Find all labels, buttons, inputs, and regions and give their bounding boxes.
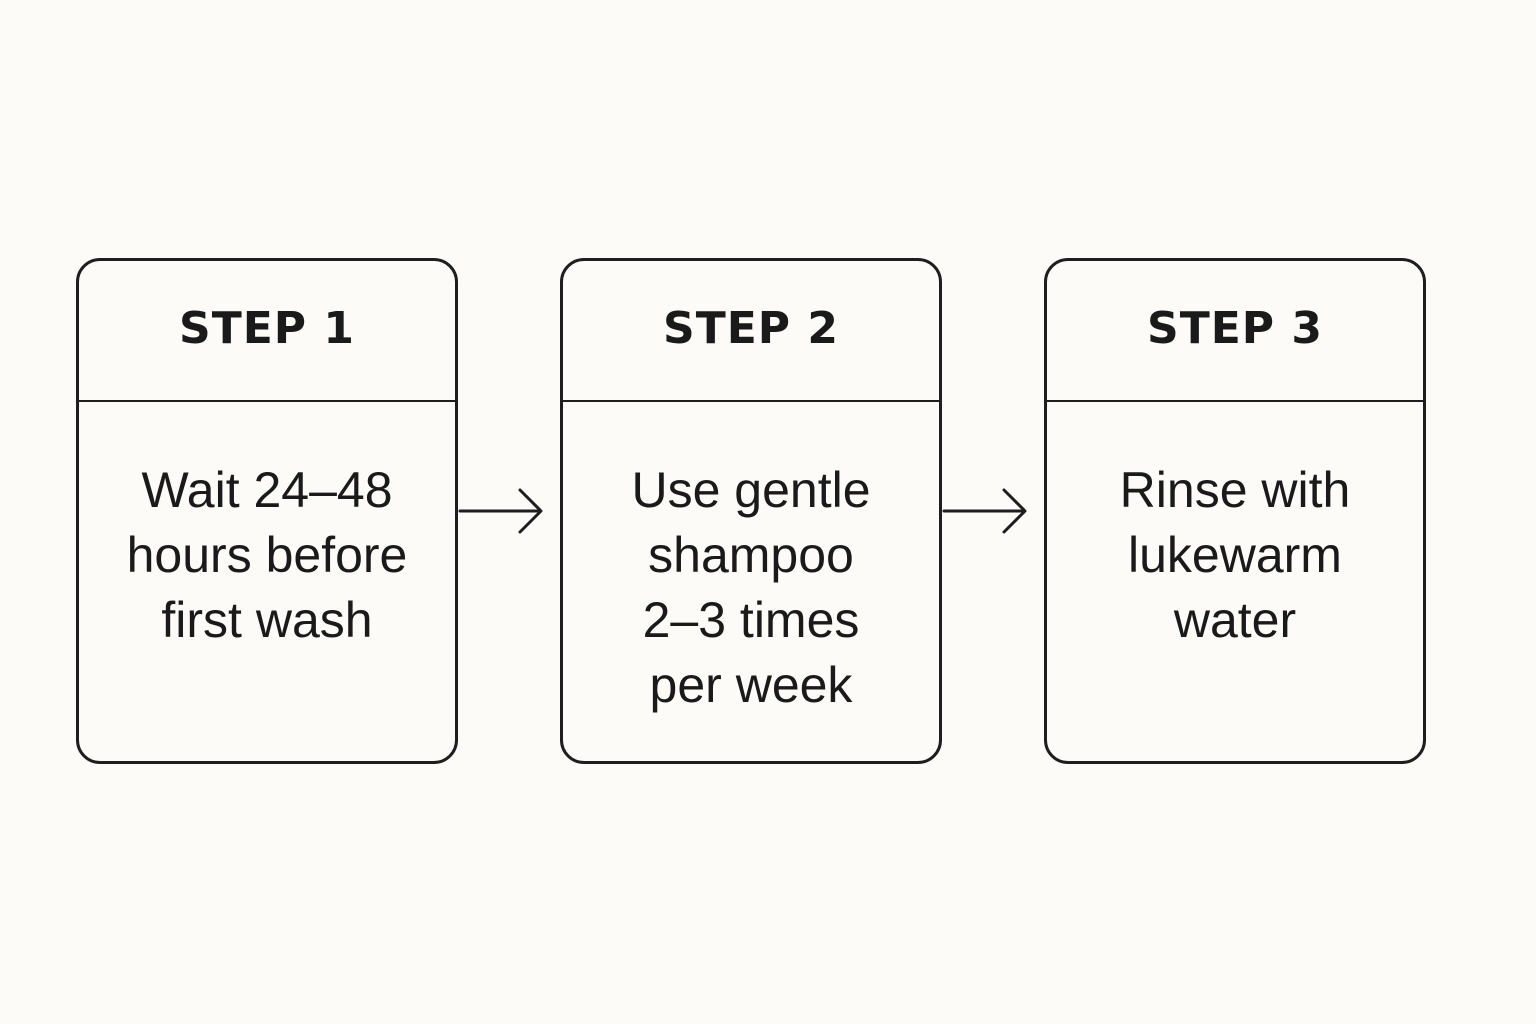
step-2-title: STEP 2 bbox=[663, 302, 839, 354]
step-2-body: Use gentle shampoo 2–3 times per week bbox=[563, 402, 939, 718]
step-2-card: STEP 2 Use gentle shampoo 2–3 times per … bbox=[560, 258, 942, 764]
right-arrow-icon bbox=[942, 488, 1027, 534]
step-2-header: STEP 2 bbox=[563, 261, 939, 402]
step-1-body: Wait 24–48 hours before first wash bbox=[79, 402, 455, 653]
step-1-card: STEP 1 Wait 24–48 hours before first was… bbox=[76, 258, 458, 764]
step-2-text: Use gentle shampoo 2–3 times per week bbox=[631, 462, 871, 713]
step-3-title: STEP 3 bbox=[1147, 302, 1323, 354]
step-3-header: STEP 3 bbox=[1047, 261, 1423, 402]
step-1-text: Wait 24–48 hours before first wash bbox=[126, 462, 408, 648]
step-3-text: Rinse with lukewarm water bbox=[1119, 462, 1351, 648]
step-3-card: STEP 3 Rinse with lukewarm water bbox=[1044, 258, 1426, 764]
right-arrow-icon bbox=[458, 488, 543, 534]
step-1-header: STEP 1 bbox=[79, 261, 455, 402]
step-1-title: STEP 1 bbox=[179, 302, 355, 354]
step-3-body: Rinse with lukewarm water bbox=[1047, 402, 1423, 653]
